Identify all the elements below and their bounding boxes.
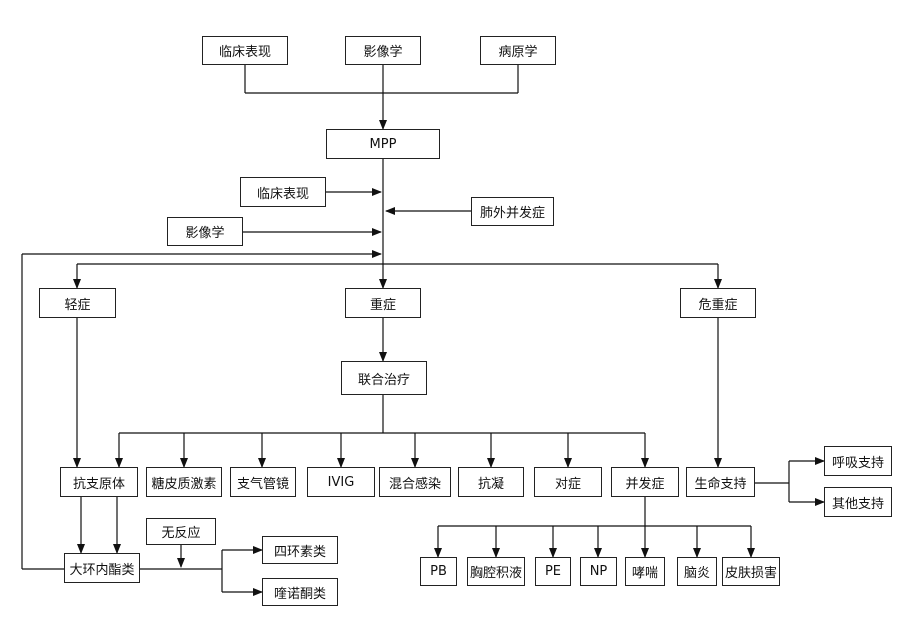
node-bronchoscopy: 支气管镜 xyxy=(230,467,296,497)
node-anticoagulation: 抗凝 xyxy=(458,467,524,497)
node-severe: 重症 xyxy=(345,288,421,318)
node-complication: 并发症 xyxy=(611,467,679,497)
node-extrapulmonary: 肺外并发症 xyxy=(471,197,554,226)
node-pathology: 病原学 xyxy=(480,36,556,65)
node-other-support: 其他支持 xyxy=(824,487,892,517)
node-macrolide: 大环内酯类 xyxy=(64,553,140,583)
node-pb: PB xyxy=(420,557,457,586)
node-skin-damage: 皮肤损害 xyxy=(722,557,780,586)
node-symptomatic: 对症 xyxy=(534,467,602,497)
node-ivig: IVIG xyxy=(307,467,375,497)
node-antipathogen: 抗支原体 xyxy=(60,467,138,497)
node-mild: 轻症 xyxy=(39,288,116,318)
node-combined-therapy: 联合治疗 xyxy=(341,361,427,395)
node-quinolone: 喹诺酮类 xyxy=(262,578,338,606)
node-imaging-top: 影像学 xyxy=(345,36,421,65)
node-imaging-mid: 影像学 xyxy=(167,217,243,246)
node-tetracycline: 四环素类 xyxy=(262,536,338,564)
node-critical: 危重症 xyxy=(680,288,756,318)
node-pe: PE xyxy=(535,557,571,586)
node-mpp: MPP xyxy=(326,129,440,159)
node-no-response: 无反应 xyxy=(146,518,216,545)
node-mixed-infection: 混合感染 xyxy=(379,467,451,497)
node-respiratory-support: 呼吸支持 xyxy=(824,446,892,476)
node-pleural-effusion: 胸腔积液 xyxy=(467,557,525,586)
node-clinical-mid: 临床表现 xyxy=(240,177,326,207)
node-life-support: 生命支持 xyxy=(686,467,755,497)
node-asthma: 哮喘 xyxy=(625,557,665,586)
node-encephalitis: 脑炎 xyxy=(677,557,717,586)
node-clinical-top: 临床表现 xyxy=(202,36,288,65)
node-np: NP xyxy=(580,557,617,586)
node-steroid: 糖皮质激素 xyxy=(146,467,222,497)
